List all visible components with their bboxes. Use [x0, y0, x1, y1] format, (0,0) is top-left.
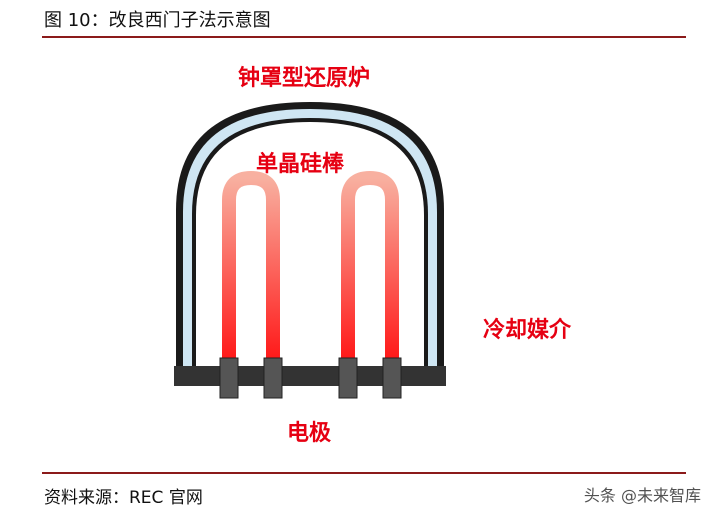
electrode-1	[219, 357, 239, 399]
furnace-label: 钟罩型还原炉	[238, 66, 371, 91]
electrode-4	[382, 357, 402, 399]
coolant-label: 冷却媒介	[483, 318, 572, 343]
figure-title: 图 10：改良西门子法示意图	[44, 10, 271, 31]
watermark: 头条 @未来智库	[583, 486, 701, 505]
silicon-rod-right	[341, 170, 399, 365]
base-plate	[174, 366, 446, 386]
top-divider	[42, 36, 686, 38]
bottom-divider	[42, 472, 686, 474]
source-note: 资料来源：REC 官网	[44, 488, 203, 508]
reduction-furnace-diagram	[174, 102, 446, 399]
rods-label: 单晶硅棒	[256, 152, 345, 177]
electrode-label: 电极	[287, 421, 332, 446]
electrode-3	[338, 357, 358, 399]
silicon-rod-left	[222, 170, 280, 365]
electrode-2	[263, 357, 283, 399]
